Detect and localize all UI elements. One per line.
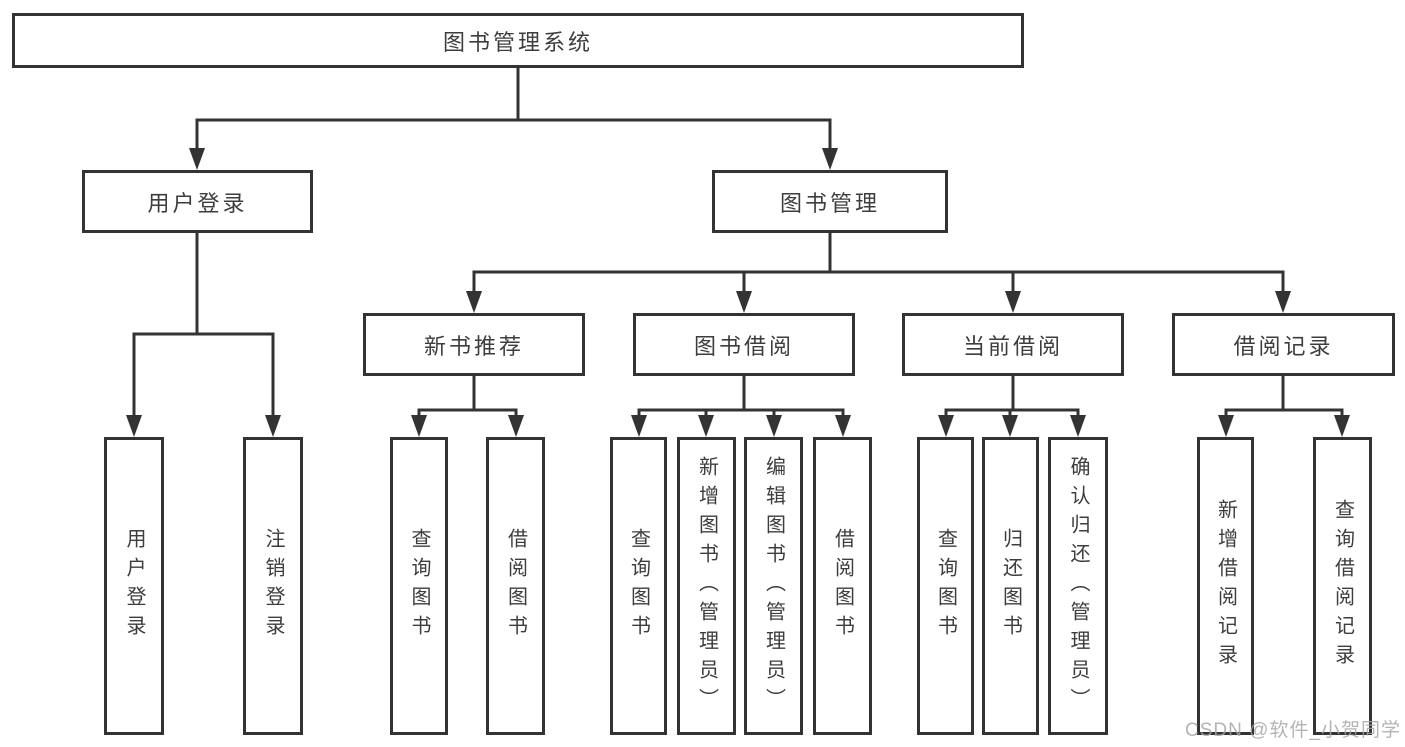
leaf-add-borrow-record-label: 新增借阅记录 xyxy=(1214,499,1237,673)
node-book-management-label: 图书管理 xyxy=(779,190,880,216)
leaf-add-borrow-record: 新增借阅记录 xyxy=(1197,437,1254,735)
leaf-logout: 注销登录 xyxy=(243,437,303,735)
node-user-login: 用户登录 xyxy=(82,170,313,233)
csdn-watermark: CSDN @软件_小贺同学 xyxy=(1185,720,1401,741)
leaf-edit-book-admin: 编辑图书（管理员） xyxy=(744,437,803,735)
leaf-user-login-label: 用户登录 xyxy=(123,528,145,644)
leaf-query-books-2: 查询图书 xyxy=(610,437,667,735)
node-current-borrowing: 当前借阅 xyxy=(902,313,1124,376)
arrowheads xyxy=(126,148,1350,437)
node-new-book-recommendation: 新书推荐 xyxy=(363,313,585,376)
leaf-query-borrow-record-label: 查询借阅记录 xyxy=(1331,499,1354,673)
node-borrowing-records-label: 借阅记录 xyxy=(1233,333,1334,359)
leaf-borrow-books-1: 借阅图书 xyxy=(486,437,545,735)
node-borrowing-records: 借阅记录 xyxy=(1172,313,1395,376)
node-library-management-system: 图书管理系统 xyxy=(12,13,1024,68)
leaf-add-book-admin: 新增图书（管理员） xyxy=(677,437,736,735)
leaf-query-books-1-label: 查询图书 xyxy=(408,528,430,644)
leaf-borrow-books-2-label: 借阅图书 xyxy=(831,528,854,644)
node-book-borrowing-label: 图书借阅 xyxy=(693,333,794,359)
leaf-borrow-books-1-label: 借阅图书 xyxy=(504,528,527,644)
leaf-confirm-return-admin-label: 确认归还（管理员） xyxy=(1067,455,1089,717)
leaf-return-book-label: 归还图书 xyxy=(999,528,1022,644)
leaf-logout-label: 注销登录 xyxy=(262,528,284,644)
leaf-return-book: 归还图书 xyxy=(982,437,1039,735)
node-library-management-system-label: 图书管理系统 xyxy=(442,29,593,55)
leaf-borrow-books-2: 借阅图书 xyxy=(813,437,872,735)
node-current-borrowing-label: 当前借阅 xyxy=(962,333,1063,359)
leaf-query-books-2-label: 查询图书 xyxy=(627,528,650,644)
leaf-edit-book-admin-label: 编辑图书（管理员） xyxy=(762,455,785,717)
leaf-confirm-return-admin: 确认归还（管理员） xyxy=(1048,437,1108,735)
connector-paths xyxy=(132,68,1344,418)
leaf-query-books-3-label: 查询图书 xyxy=(934,528,957,644)
node-book-management: 图书管理 xyxy=(712,170,948,233)
node-user-login-label: 用户登录 xyxy=(147,190,248,216)
leaf-query-books-3: 查询图书 xyxy=(917,437,974,735)
node-new-book-recommendation-label: 新书推荐 xyxy=(423,333,524,359)
leaf-query-borrow-record: 查询借阅记录 xyxy=(1313,437,1372,735)
leaf-add-book-admin-label: 新增图书（管理员） xyxy=(695,455,718,717)
leaf-user-login: 用户登录 xyxy=(104,437,164,735)
leaf-query-books-1: 查询图书 xyxy=(390,437,448,735)
node-book-borrowing: 图书借阅 xyxy=(633,313,855,376)
